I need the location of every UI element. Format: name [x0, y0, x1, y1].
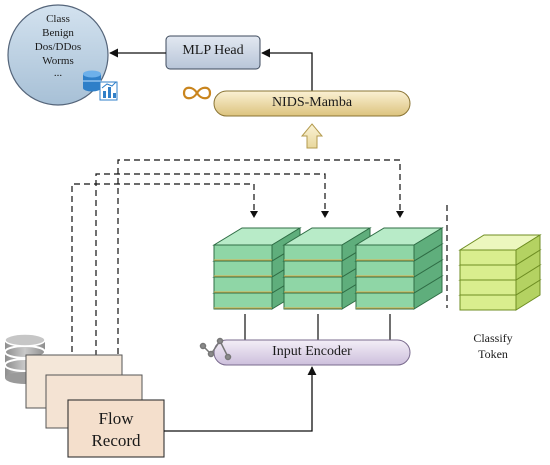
- class-item: ...: [53, 67, 63, 79]
- nids-to-mlp-arrow: [261, 48, 313, 91]
- input-encoder-box: [213, 339, 411, 366]
- class-item: Benign: [42, 27, 74, 39]
- record-to-encoder-arrow: [164, 366, 317, 432]
- classify-token-block: [458, 234, 542, 311]
- infinity-icon: [182, 86, 212, 100]
- token-blocks: [212, 227, 542, 311]
- flow-record-label: Flow Record: [68, 408, 164, 452]
- encoder-connectors: [244, 314, 391, 340]
- dashed-arrowheads: [250, 211, 404, 218]
- classify-token-label: Classify Token: [455, 330, 531, 362]
- flow-record-line2: Record: [91, 431, 141, 450]
- mlp-head-label: MLP Head: [182, 43, 244, 58]
- nids-mamba-label: NIDS-Mamba: [271, 95, 353, 110]
- up-arrow: [300, 123, 324, 149]
- input-encoder-label: Input Encoder: [272, 344, 352, 359]
- class-item: Worms: [42, 55, 74, 67]
- token-block-2: [282, 227, 372, 310]
- flow-record-card-front: [67, 399, 165, 458]
- classify-token-line2: Token: [478, 347, 508, 361]
- flow-record-line1: Flow: [98, 409, 134, 428]
- dashed-connectors: [71, 159, 448, 394]
- class-item: Dos/DDos: [34, 41, 82, 53]
- database-icon: [83, 70, 101, 92]
- class-item: Class: [46, 13, 70, 25]
- bar-chart-icon: [99, 81, 118, 101]
- classify-token-line1: Classify: [473, 331, 513, 345]
- graph-icon: [199, 337, 232, 361]
- nids-mamba-box: [213, 90, 411, 117]
- token-block-3: [354, 227, 444, 310]
- classes-list: Class Benign Dos/DDos Worms ...: [18, 12, 98, 79]
